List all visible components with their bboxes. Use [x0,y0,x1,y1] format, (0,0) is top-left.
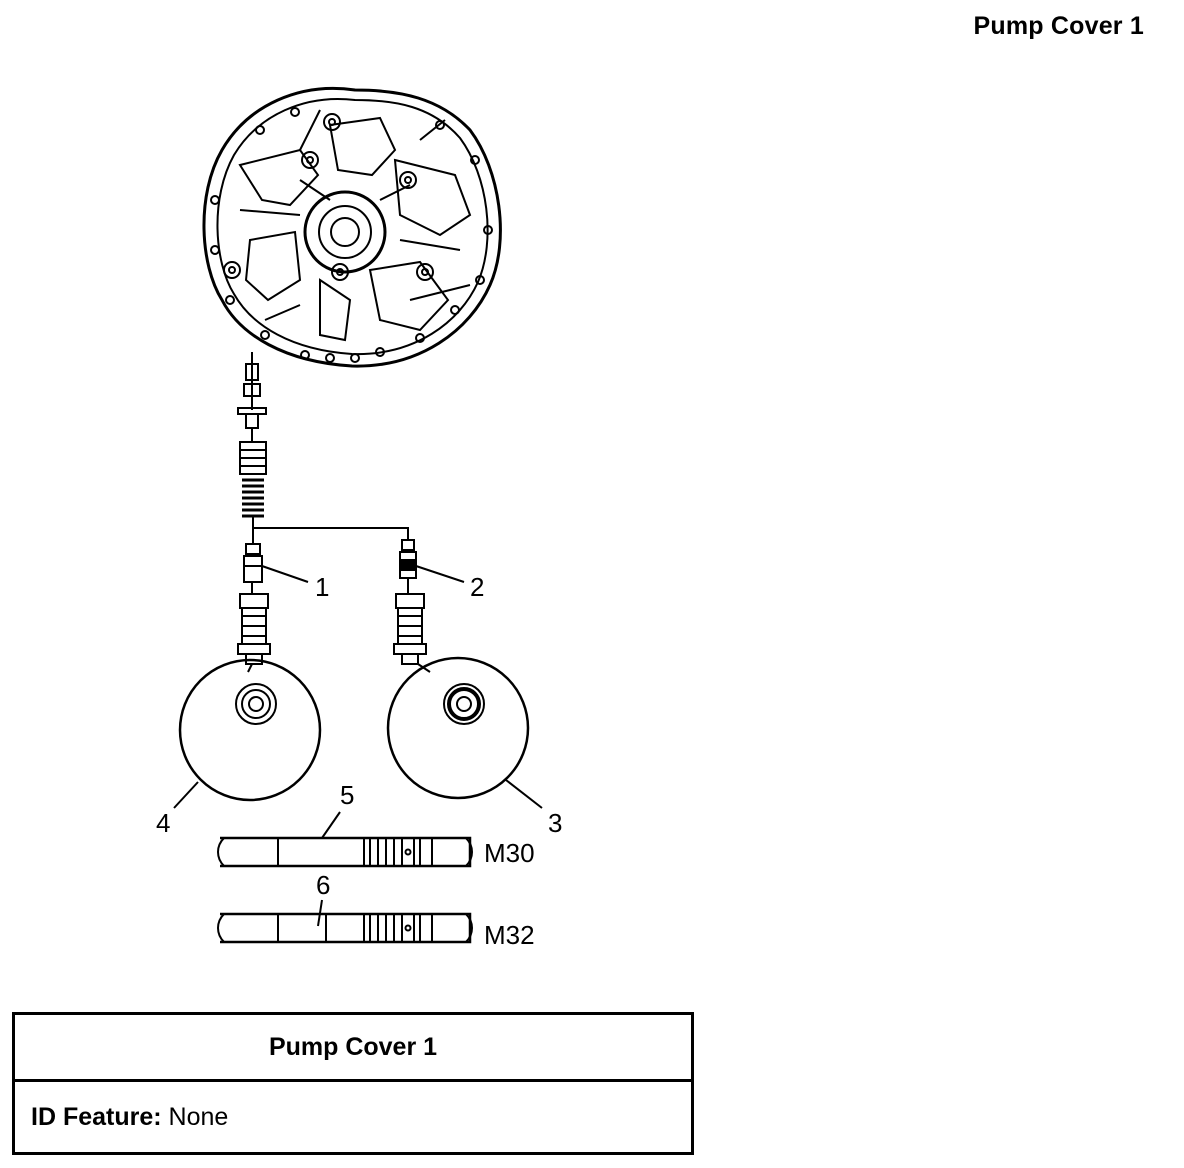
label-m32: M32 [484,920,535,950]
valve-2 [393,539,427,665]
valve-m32 [217,912,473,944]
pump-cover-body [202,86,502,368]
callout-2-leader [415,565,465,583]
table-header: Pump Cover 1 [12,1012,694,1082]
label-m30: M30 [484,838,535,868]
valve-body-4 [178,658,322,802]
valve-1 [237,543,271,665]
callout-5: 5 [340,780,354,810]
callout-6: 6 [316,870,330,900]
callout-5-leader [321,811,341,839]
valve-body-3 [386,656,530,800]
callout-3: 3 [548,808,562,838]
valve-stack [237,352,267,544]
callout-2: 2 [470,572,484,602]
callout-6-leader [317,899,323,927]
connector-line [253,527,409,540]
callout-4-leader [173,781,199,809]
pump-cover-diagram: 1 2 3 4 5 6 M30 M32 [156,86,562,950]
callout-1: 1 [315,572,329,602]
info-table: Pump Cover 1 ID Feature: None [12,1012,694,1155]
id-feature-label: ID Feature: [31,1102,162,1131]
page-title: Pump Cover 1 [973,12,1144,40]
callout-4: 4 [156,808,170,838]
callout-1-leader [261,565,309,583]
callout-3-leader [505,779,543,809]
id-feature-value: None [168,1102,229,1131]
valve-m30 [217,836,473,868]
id-feature-row: ID Feature: None [12,1079,694,1155]
